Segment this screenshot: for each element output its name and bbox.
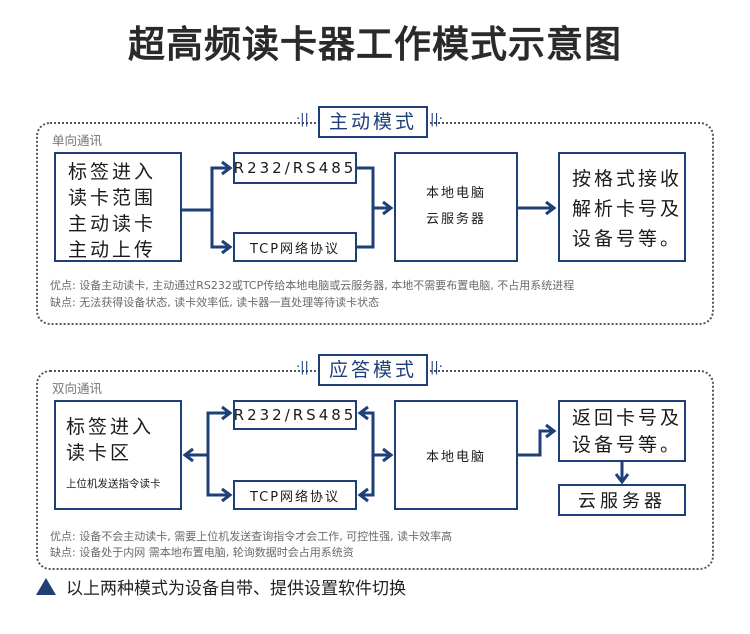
response-arrowhead-cloud	[614, 473, 630, 485]
result-line: 设备号等。	[572, 434, 683, 456]
result-line: 设备号等。	[572, 228, 683, 250]
active-merge	[357, 166, 389, 249]
badge-left-decoration: ·||	[296, 360, 309, 375]
response-host-box: 本地电脑	[394, 400, 518, 510]
response-arrowhead-source	[182, 447, 194, 463]
response-comm-label: 双向通讯	[52, 381, 103, 396]
response-source-box: 标签进入 读卡区 上位机发送指令读卡	[54, 400, 182, 510]
active-source-branch	[182, 166, 228, 249]
response-arrowhead-result	[545, 423, 557, 439]
active-cons-note: 缺点: 无法获得设备状态, 读卡效率低, 读卡器一直处理等待读卡状态	[50, 296, 380, 309]
source-line: 主动上传	[68, 239, 157, 261]
active-mode-badge: 主动模式	[318, 106, 428, 138]
badge-right-decoration: ||·	[430, 360, 443, 375]
source-line: 主动读卡	[68, 213, 157, 235]
result-line: 返回卡号及	[572, 407, 683, 429]
source-subline: 上位机发送指令读卡	[66, 478, 161, 490]
result-line: 解析卡号及	[572, 198, 683, 220]
footer-text: 以上两种模式为设备自带、提供设置软件切换	[66, 579, 406, 599]
response-arrowhead-tcp	[357, 487, 369, 503]
badge-left-decoration: ·||	[296, 112, 309, 127]
source-line: 标签进入	[68, 161, 157, 183]
active-comm-label: 单向通讯	[52, 133, 103, 148]
response-arrowhead-rs	[357, 405, 369, 421]
response-tcp-box: TCP网络协议	[233, 480, 357, 510]
triangle-icon	[36, 578, 56, 595]
source-line: 读卡范围	[68, 187, 157, 209]
active-arrowhead-bottom	[221, 239, 233, 255]
response-result-box: 返回卡号及 设备号等。	[558, 400, 686, 462]
active-pros-note: 优点: 设备主动读卡, 主动通过RS232或TCP传给本地电脑或云服务器, 本地…	[50, 279, 575, 292]
active-rs485-box: R232/RS485	[233, 152, 357, 184]
response-merge	[362, 411, 389, 497]
footer-note: 以上两种模式为设备自带、提供设置软件切换	[36, 574, 406, 599]
active-arrowhead-result	[545, 200, 557, 216]
active-result-box: 按格式接收 解析卡号及 设备号等。	[558, 152, 686, 262]
response-pros-note: 优点: 设备不会主动读卡, 需要上位机发送查询指令才会工作, 可控性强, 读卡效…	[50, 530, 453, 543]
host-line: 本地电脑	[425, 186, 486, 201]
cloud-server-box: 云服务器	[558, 484, 686, 516]
source-line: 标签进入	[66, 416, 155, 438]
response-cons-note: 缺点: 设备处于内网 需本地布置电脑, 轮询数据时会占用系统资	[50, 546, 354, 559]
source-line: 读卡区	[66, 442, 133, 464]
response-arrowhead-top	[221, 405, 233, 421]
active-arrowhead-top	[221, 160, 233, 176]
response-arrowhead-bottom	[221, 487, 233, 503]
active-arrowhead-host	[382, 200, 394, 216]
response-arrowhead-host	[382, 447, 394, 463]
badge-right-decoration: ||·	[430, 112, 443, 127]
result-line: 按格式接收	[572, 168, 683, 190]
active-source-box: 标签进入 读卡范围 主动读卡 主动上传	[54, 152, 182, 262]
active-tcp-box: TCP网络协议	[233, 232, 357, 262]
page-title: 超高频读卡器工作模式示意图	[128, 23, 622, 66]
active-host-box: 本地电脑 云服务器	[394, 152, 518, 262]
response-to-result	[518, 429, 552, 457]
response-rs485-box: R232/RS485	[233, 400, 357, 430]
response-mode-badge: 应答模式	[318, 354, 428, 386]
host-line: 云服务器	[425, 212, 486, 227]
response-source-branch	[186, 411, 228, 497]
